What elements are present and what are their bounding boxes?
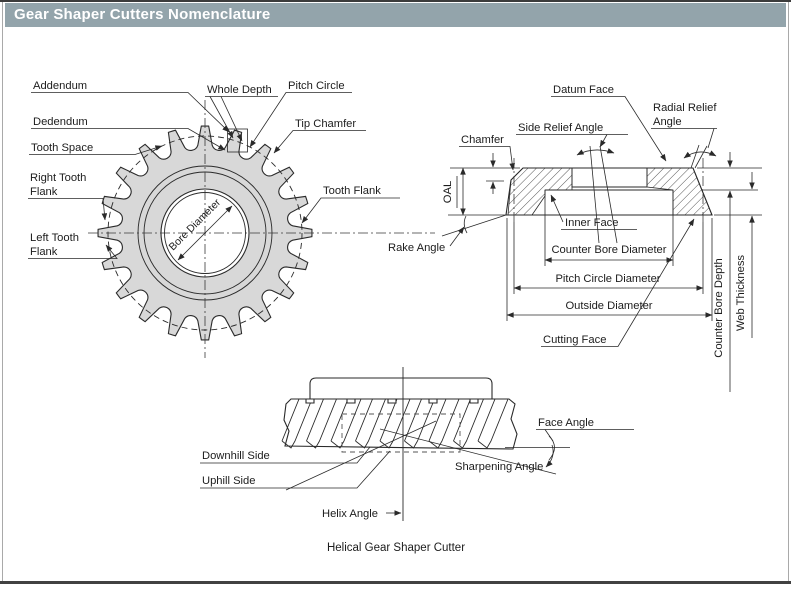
cutter-section-view: Datum Face Radial Relief Angle Side Reli…: [388, 84, 762, 392]
leader-uphill-side: [200, 450, 391, 489]
label-left-tooth-flank-1: Left Tooth: [30, 232, 79, 244]
leader-face-angle: [536, 429, 634, 442]
label-counter-bore-depth: Counter Bore Depth: [713, 258, 725, 358]
leader-chamfer: [459, 146, 515, 171]
label-side-relief: Side Relief Angle: [518, 122, 603, 134]
helical-caption: Helical Gear Shaper Cutter: [327, 542, 465, 554]
label-oal: OAL: [442, 181, 454, 203]
label-helix-angle: Helix Angle: [322, 508, 378, 520]
gear-front-view: Bore Diameter Addendum Dedendum Tooth Sp…: [28, 80, 435, 358]
right-ext-lines: [697, 167, 762, 216]
inner-face-shelf: [544, 189, 674, 196]
label-sharpening-angle: Sharpening Angle: [455, 461, 543, 473]
label-addendum: Addendum: [33, 80, 87, 92]
label-tooth-flank: Tooth Flank: [323, 185, 381, 197]
label-web-thickness: Web Thickness: [735, 255, 747, 331]
pcd-ext-lines: [513, 222, 704, 294]
section-outline: [505, 167, 713, 216]
label-right-tooth-flank-1: Right Tooth: [30, 172, 86, 184]
side-relief-arc: [576, 148, 615, 156]
label-cutting-face: Cutting Face: [543, 334, 606, 346]
label-rake-angle: Rake Angle: [388, 242, 445, 254]
label-radial-relief-2: Angle: [653, 116, 682, 128]
leader-tooth-space: [29, 145, 163, 155]
helical-hub: [309, 377, 493, 400]
leader-left-tooth-flank: [28, 244, 118, 259]
label-outside-diameter: Outside Diameter: [565, 300, 652, 312]
leader-tip-chamfer: [273, 130, 366, 154]
label-tooth-space: Tooth Space: [31, 142, 93, 154]
leader-right-tooth-flank: [28, 198, 108, 221]
label-whole-depth: Whole Depth: [207, 84, 272, 96]
side-relief-lines: [589, 145, 618, 244]
label-pitch-circle-diameter: Pitch Circle Diameter: [555, 273, 660, 285]
helical-teeth: [281, 398, 509, 449]
sharpening-angle-arc: [545, 444, 554, 468]
label-inner-face: Inner Face: [565, 217, 618, 229]
helix-line: [285, 420, 437, 491]
helical-dashed-box: [341, 413, 461, 453]
radial-relief-arc: [683, 150, 717, 159]
leader-downhill-side: [200, 446, 371, 464]
leader-whole-depth-1: [209, 96, 234, 139]
label-right-tooth-flank-2: Flank: [30, 186, 58, 198]
page-border-bottom: [0, 581, 791, 584]
rake-line: [441, 214, 507, 237]
helical-cutter-view: Face Angle Sharpening Angle Downhill Sid…: [200, 367, 634, 554]
rake-arc: [463, 215, 468, 234]
leader-tooth-flank: [301, 197, 400, 224]
leader-radial-relief: [651, 128, 717, 149]
label-left-tooth-flank-2: Flank: [30, 246, 58, 258]
label-uphill-side: Uphill Side: [202, 475, 255, 487]
counterbore-recess: [571, 168, 648, 188]
leader-cutting-face: [541, 218, 695, 347]
label-dedendum: Dedendum: [33, 116, 88, 128]
leader-pitch-circle: [249, 92, 352, 148]
label-pitch-circle: Pitch Circle: [288, 80, 345, 92]
label-radial-relief-1: Radial Relief: [653, 102, 717, 114]
label-chamfer: Chamfer: [461, 134, 504, 146]
leader-side-relief: [516, 134, 628, 148]
sharpening-line: [379, 428, 557, 475]
leader-datum-face: [551, 96, 667, 162]
top-rule: [0, 0, 791, 2]
radial-relief-lines: [690, 144, 708, 169]
header-bar: Gear Shaper Cutters Nomenclature: [5, 3, 786, 27]
whole-depth-box: [227, 128, 248, 153]
od-ext-lines: [506, 218, 713, 321]
leader-rake-angle: [449, 226, 465, 247]
page-border-right: [788, 2, 789, 583]
label-downhill-side: Downhill Side: [202, 450, 270, 462]
helical-gullets: [305, 398, 479, 404]
leader-whole-depth-2: [220, 96, 243, 142]
leader-addendum: [31, 92, 230, 133]
label-tip-chamfer: Tip Chamfer: [295, 118, 356, 130]
label-face-angle: Face Angle: [538, 417, 594, 429]
page-title: Gear Shaper Cutters Nomenclature: [14, 6, 271, 23]
bore-diameter-arrow: [177, 205, 233, 261]
leader-dedendum: [31, 128, 226, 151]
page-border-left: [2, 2, 3, 583]
label-counter-bore-diameter: Counter Bore Diameter: [551, 244, 666, 256]
leader-inner-face: [550, 194, 564, 223]
label-datum-face: Datum Face: [553, 84, 614, 96]
